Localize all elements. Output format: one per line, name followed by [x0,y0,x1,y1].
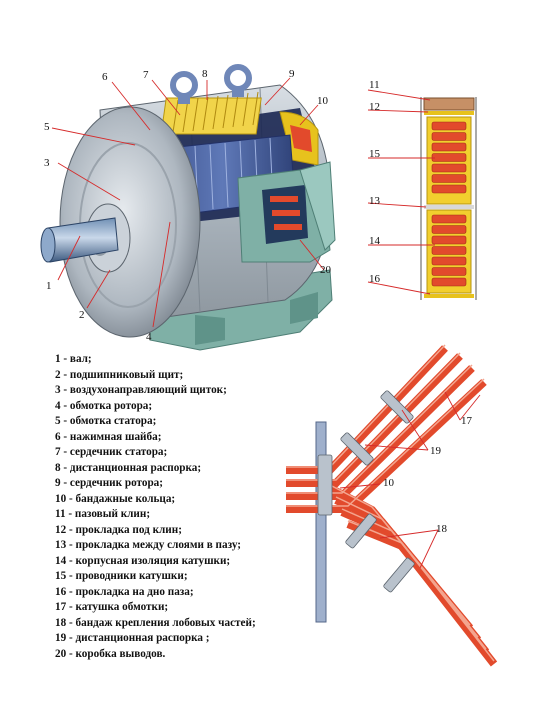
legend-item: 16 - прокладка на дно паза; [55,585,194,598]
terminal-leads [270,196,302,230]
legend-item: 5 - обмотка статора; [55,415,157,427]
callout-6: 6 [102,71,108,83]
winding-callouts: 17 19 10 18 [383,415,473,535]
legend-item: 9 - сердечник ротора; [55,477,163,489]
callout-13: 13 [369,195,381,207]
winding-leader-lines [339,391,481,569]
callout-16: 16 [369,273,381,285]
upper-conductors [431,121,467,194]
lower-conductors [431,214,467,287]
legend-item: 20 - коробка выводов. [55,647,166,660]
callout-1: 1 [46,280,52,292]
parts-legend: 1 - вал; 2 - подшипниковый щит; 3 - возд… [55,352,345,662]
callout-2: 2 [79,309,85,321]
legend-item: 7 - сердечник статора; [55,446,168,458]
legend-item: 13 - прокладка между слоями в пазу; [55,539,242,551]
callout-10: 10 [317,95,329,107]
callout-5: 5 [44,121,50,133]
winding-spacers [317,390,415,593]
stator-core-laminations [172,91,259,133]
callout-20: 20 [320,264,332,276]
callout-8: 8 [202,68,208,80]
slot-bottom-liner [424,294,474,298]
end-winding-detail [286,344,498,667]
motor-leader-lines [51,77,325,328]
callout-14: 14 [369,235,381,247]
legend-item: 19 - дистанционная распорка ; [55,632,210,644]
slot-leader-lines [367,89,435,295]
legend-item: 6 - нажимная шайба; [55,430,162,443]
callout-9: 9 [289,68,295,80]
legend-item: 3 - воздухонаправляющий щиток; [55,384,227,396]
motor-illustration [40,64,336,351]
legend-item: 1 - вал; [55,353,92,365]
motor-callouts: 1 2 3 4 5 6 7 8 9 10 20 [44,68,332,343]
legend-item: 11 - пазовый клин; [55,508,151,520]
callout-3: 3 [44,157,50,169]
legend-item: 15 - проводники катушки; [55,570,188,582]
stator-core-edge [315,421,327,623]
legend-item: 8 - дистанционная распорка; [55,461,202,474]
legend-item: 18 - бандаж крепления лобовых частей; [55,616,256,629]
slot-section [420,97,477,300]
callout-19: 19 [430,445,442,457]
legend-item: 12 - прокладка под клин; [55,523,182,536]
interlayer-spacer [424,205,474,209]
legend-item: 2 - подшипниковый щит; [55,368,184,381]
callout-7: 7 [143,69,149,81]
callout-4: 4 [146,331,152,343]
lifting-eyes [170,64,252,104]
legend-item: 4 - обмотка ротора; [55,399,153,412]
legend-item: 14 - корпусная изоляция катушки; [55,554,231,567]
callout-17: 17 [461,415,473,427]
legend-item: 17 - катушка обмотки; [55,601,169,613]
wedge-liner [424,111,474,115]
callout-18: 18 [436,523,448,535]
legend-item: 10 - бандажные кольца; [55,492,176,505]
callout-11: 11 [369,79,380,91]
callout-15: 15 [369,148,381,160]
slot-callouts: 11 12 15 13 14 16 [369,79,381,285]
callout-10b: 10 [383,477,395,489]
slot-wedge [423,97,475,111]
callout-12: 12 [369,101,380,113]
